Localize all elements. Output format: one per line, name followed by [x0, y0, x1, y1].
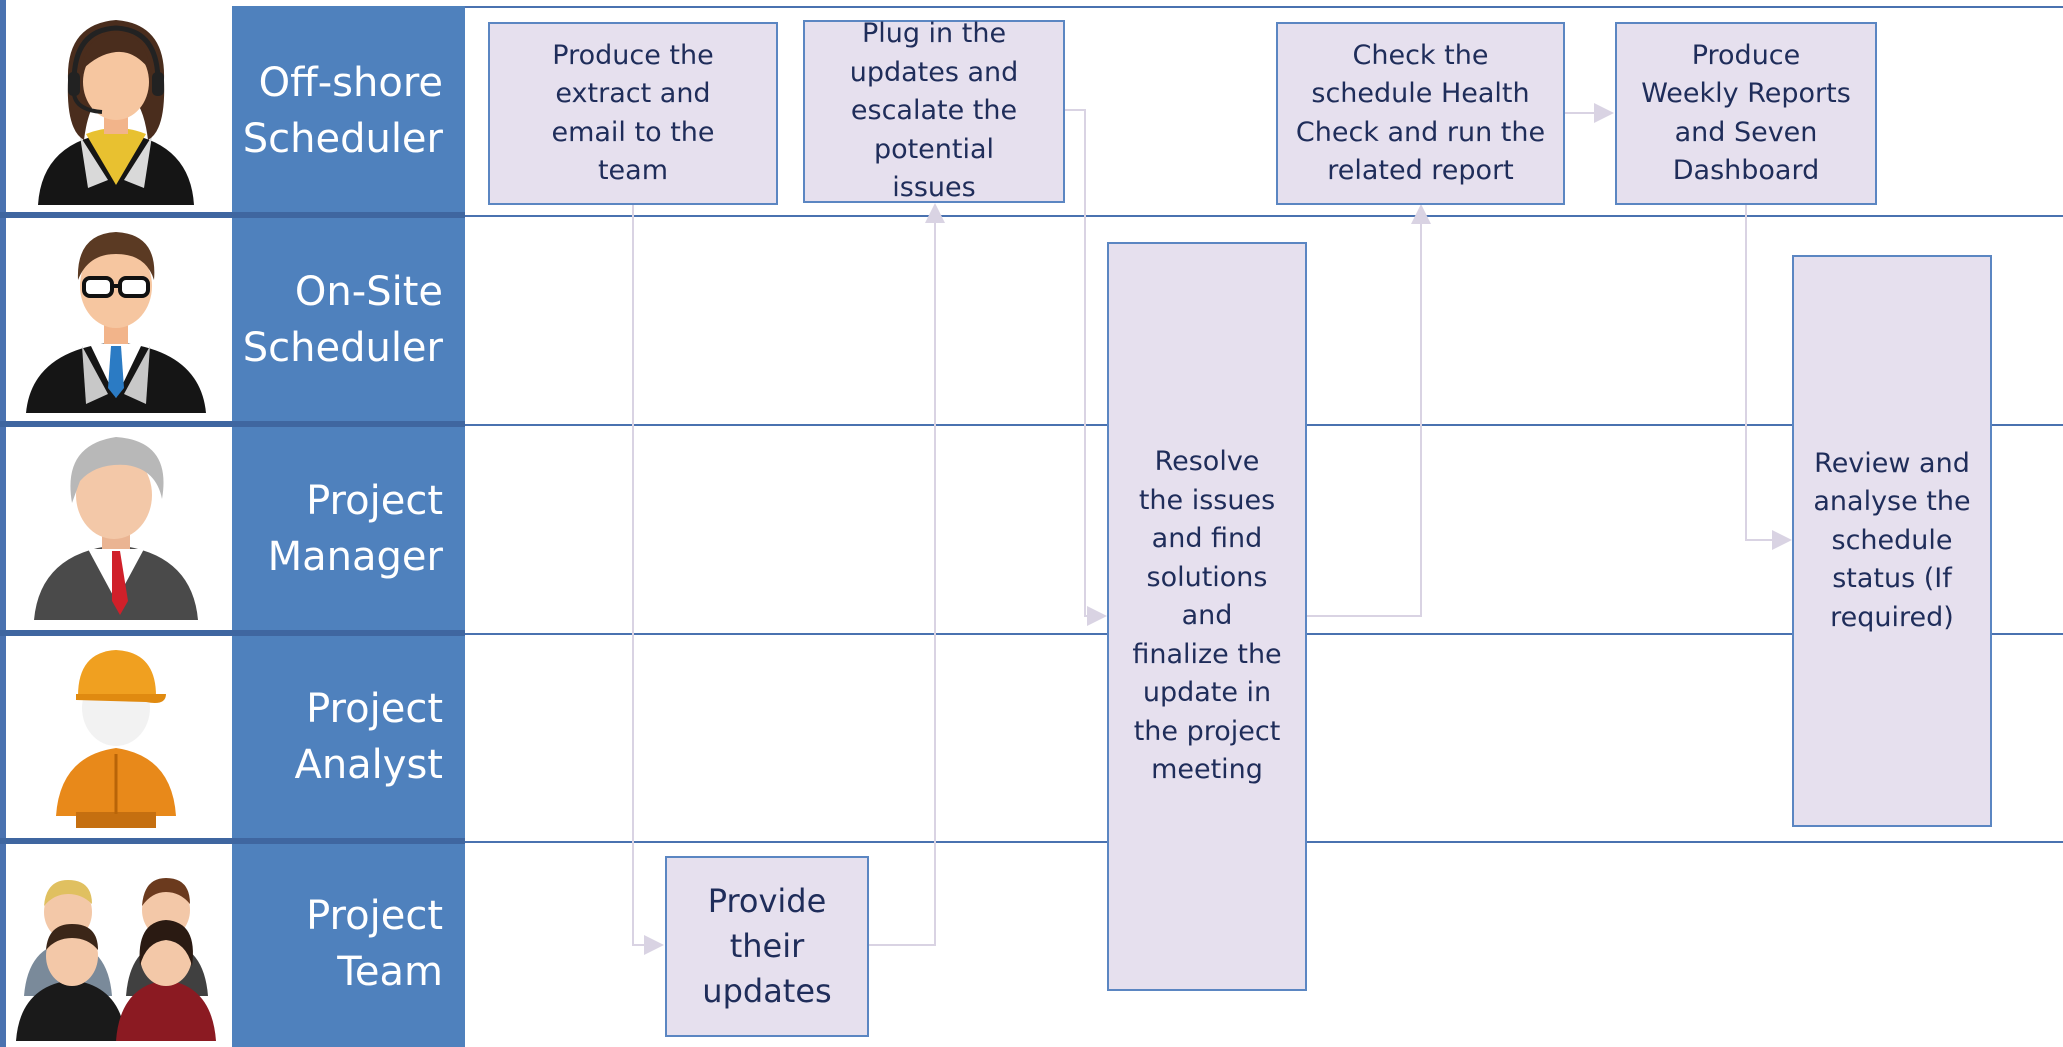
- offshore-scheduler-avatar: [38, 20, 194, 205]
- lane-label: Project Analyst: [294, 686, 443, 788]
- project-analyst-avatar: [56, 650, 176, 828]
- lane-separator: [0, 838, 465, 844]
- lane-header-project-team: Project Team: [232, 841, 465, 1047]
- step-weekly-reports: Produce Weekly Reports and Seven Dashboa…: [1615, 22, 1877, 205]
- lane-separator: [0, 212, 465, 218]
- step-produce-extract: Produce the extract and email to the tea…: [488, 22, 778, 205]
- lane-divider: [465, 6, 2063, 8]
- connector-plug-to-resolve: [1065, 109, 1107, 626]
- step-text: Plug in the updates and escalate the pot…: [849, 18, 1019, 204]
- connector-resolve-to-check: [1307, 204, 1431, 617]
- lane-label: Project Team: [306, 893, 443, 995]
- connector-extract-to-team: [632, 204, 664, 955]
- step-text: Review and analyse the schedule status (…: [1813, 447, 1971, 633]
- step-provide-updates: Provide their updates: [665, 856, 869, 1037]
- step-review-status: Review and analyse the schedule status (…: [1792, 255, 1992, 827]
- onsite-scheduler-avatar: [26, 232, 206, 413]
- step-text: Check the schedule Health Check and run …: [1295, 39, 1546, 187]
- lane-label: On-Site Scheduler: [242, 268, 443, 371]
- step-resolve-issues: Resolve the issues and find solutions an…: [1107, 242, 1307, 991]
- lane-header-project-manager: Project Manager: [232, 424, 465, 633]
- lane-label: Project Manager: [267, 477, 443, 580]
- step-check-health: Check the schedule Health Check and run …: [1276, 22, 1565, 205]
- step-plug-updates: Plug in the updates and escalate the pot…: [803, 18, 1065, 203]
- project-manager-avatar: [34, 437, 198, 620]
- connector-team-to-plug: [869, 203, 945, 946]
- project-team-avatar: [16, 878, 216, 1041]
- lane-divider: [465, 215, 2063, 217]
- lane-header-offshore-scheduler: Off-shore Scheduler: [232, 6, 465, 215]
- lane-header-project-analyst: Project Analyst: [232, 633, 465, 841]
- lane-label: Off-shore Scheduler: [242, 59, 443, 162]
- lane-header-onsite-scheduler: On-Site Scheduler: [232, 215, 465, 424]
- lane-separator: [0, 421, 465, 427]
- step-text: Produce the extract and email to the tea…: [551, 39, 715, 187]
- step-text: Provide their updates: [702, 882, 832, 1010]
- connector-weekly-to-review: [1745, 204, 1792, 550]
- lane-separator: [0, 630, 465, 636]
- step-text: Resolve the issues and find solutions an…: [1132, 446, 1282, 786]
- step-text: Produce Weekly Reports and Seven Dashboa…: [1641, 39, 1851, 187]
